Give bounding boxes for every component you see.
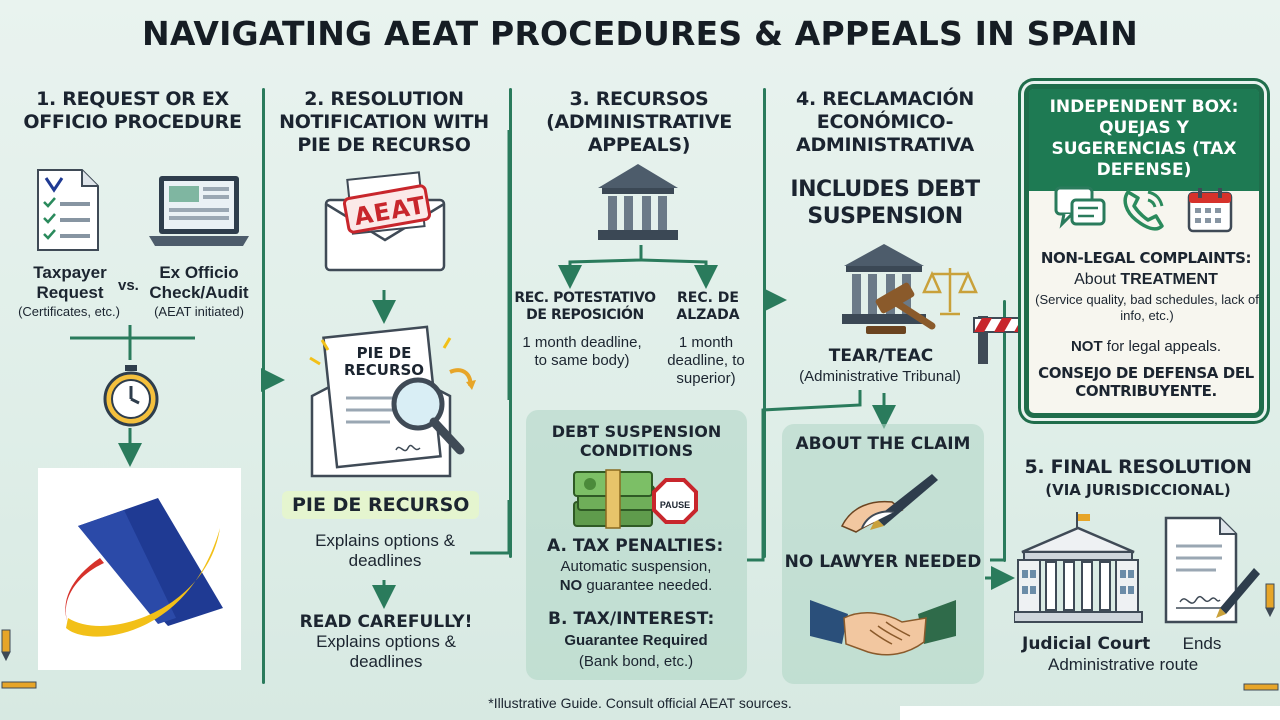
treatment-emphasis: TREATMENT (1120, 271, 1218, 288)
step5-heading: 5. FINAL RESOLUTION (1024, 456, 1252, 478)
tax-penalties-line2: NO guarantee needed. (536, 577, 736, 595)
about-prefix: About (1074, 271, 1116, 288)
tear-teac-label: TEAR/TEAC (828, 346, 934, 366)
step3-heading: 3. RECURSOS (ADMINISTRATIVE APPEALS) (546, 88, 732, 156)
tax-penalties-line1: Automatic suspension, (560, 558, 712, 575)
about-claim-title: ABOUT THE CLAIM (795, 434, 971, 454)
pie-de-recurso-highlight: PIE DE RECURSO (282, 491, 480, 519)
treatment-examples: (Service quality, bad schedules, lack of… (1035, 292, 1259, 323)
footer-white-strip (900, 706, 1280, 720)
read-carefully: READ CAREFULLY! (299, 612, 473, 632)
tribunal-gavel-icon (836, 240, 996, 344)
pie-de-recurso-doc-label: PIE DE RECURSO (343, 344, 425, 379)
no-emphasis: NO (559, 577, 583, 594)
debt-suspension-panel (526, 410, 747, 680)
laptop-audit-icon (147, 172, 251, 252)
guarantee-needed: guarantee needed. (586, 577, 713, 594)
tax-interest-line1: Guarantee Required (564, 632, 708, 649)
step2-heading: 2. RESOLUTION NOTIFICATION WITH PIE DE R… (279, 88, 489, 156)
chat-bubble-icon (1054, 186, 1108, 232)
tax-interest-title: B. TAX/INTEREST: (548, 609, 715, 629)
document-magnifier-icon (300, 322, 490, 488)
page-title: NAVIGATING AEAT PROCEDURES & APPEALS IN … (142, 14, 1138, 53)
ends-label: Ends (1182, 634, 1222, 653)
tribunal-label: (Administrative Tribunal) (799, 368, 961, 385)
handshake-icon (808, 592, 958, 664)
pie-explains: Explains options & deadlines (315, 531, 455, 570)
request-document-icon (34, 168, 102, 252)
not-legal-appeals: NOT for legal appeals. (1032, 338, 1260, 356)
tax-penalties-title: A. TAX PENALTIES: (547, 536, 724, 556)
not-rest: for legal appeals. (1106, 338, 1222, 355)
exofficio-label: Ex Officio Check/Audit (149, 263, 249, 302)
debt-suspension-title: DEBT SUSPENSION CONDITIONS (551, 422, 722, 460)
alzada-sub: 1 month deadline, to superior) (667, 334, 745, 387)
reposicion-title: REC. POTESTATIVO DE REPOSICIÓN (514, 290, 656, 323)
step1-heading: 1. REQUEST OR EX OFFICIO PROCEDURE (23, 88, 242, 133)
independent-box-header: INDEPENDENT BOX: QUEJAS Y SUGERENCIAS (T… (1029, 89, 1259, 191)
pause-sign-icon (652, 478, 698, 528)
step5-sub: (VIA JURISDICCIONAL) (1045, 481, 1231, 499)
taxpayer-request-label: Taxpayer Request (33, 263, 107, 302)
alzada-title: REC. DE ALZADA (676, 290, 740, 323)
includes-debt-suspension: INCLUDES DEBT SUSPENSION (790, 177, 980, 229)
consejo-defensa: CONSEJO DE DEFENSA DEL CONTRIBUYENTE. (1038, 364, 1254, 400)
tax-interest-line2: (Bank bond, etc.) (578, 653, 694, 670)
decorative-pencil-left-icon (0, 626, 40, 696)
decorative-pencil-right-icon (1238, 576, 1280, 696)
signed-document-icon (1160, 516, 1260, 626)
administrative-route-label: Administrative route (1048, 655, 1199, 674)
column-divider-4 (1003, 300, 1006, 562)
calendar-icon (1186, 186, 1234, 234)
versus-label: vs. (118, 277, 139, 294)
judicial-court-label: Judicial Court (1022, 634, 1151, 654)
about-treatment: About TREATMENT (1032, 270, 1260, 290)
money-stack-icon (572, 468, 656, 532)
government-building-icon (594, 160, 682, 244)
reposicion-sub: 1 month deadline, to same body) (522, 334, 642, 369)
aeat-logo (38, 468, 241, 670)
envelope-aeat-icon (322, 170, 452, 274)
exofficio-sub: (AEAT initiated) (154, 304, 244, 319)
courthouse-icon (1014, 512, 1144, 624)
clock-icon (101, 365, 161, 427)
hand-pen-icon (832, 466, 942, 536)
step4-heading: 4. RECLAMACIÓN ECONÓMICO-ADMINISTRATIVA (796, 88, 974, 156)
taxpayer-request-sub: (Certificates, etc.) (18, 304, 120, 319)
pause-label: PAUSE (659, 500, 691, 510)
no-lawyer-needed: NO LAWYER NEEDED (784, 552, 982, 572)
phone-icon (1118, 186, 1168, 236)
column-divider-3 (763, 88, 766, 558)
independent-box: INDEPENDENT BOX: QUEJAS Y SUGERENCIAS (T… (1024, 84, 1264, 418)
not-emphasis: NOT (1070, 338, 1103, 355)
non-legal-complaints: NON-LEGAL COMPLAINTS: (1040, 249, 1252, 267)
footer-disclaimer: *Illustrative Guide. Consult official AE… (488, 695, 792, 711)
read-carefully-sub: Explains options & deadlines (316, 632, 456, 671)
